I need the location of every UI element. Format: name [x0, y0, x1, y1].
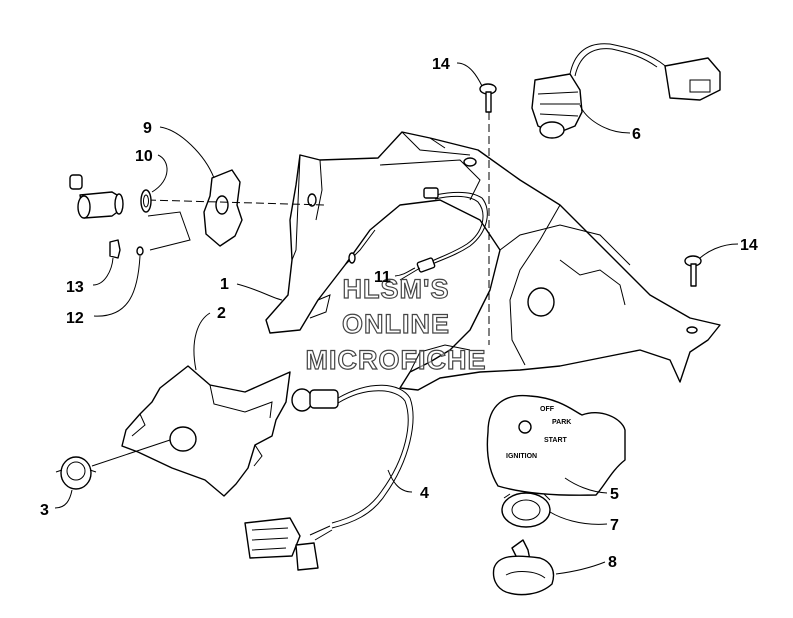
callout-12: 12 — [66, 310, 84, 327]
callout-11: 11 — [374, 269, 391, 286]
callout-4: 4 — [420, 485, 429, 502]
watermark-line-1: HLSM'S — [343, 274, 450, 304]
switch-label-start: START — [544, 437, 568, 444]
mounting-plate — [147, 169, 326, 251]
callout-9: 9 — [143, 120, 152, 137]
switch-label-park: PARK — [552, 419, 571, 426]
callout-13: 13 — [66, 279, 84, 296]
switch-label-off: OFF — [540, 406, 555, 413]
callout-2: 2 — [217, 305, 226, 322]
callout-numbers: 14 6 14 9 10 13 12 1 2 11 3 4 5 7 8 — [40, 56, 758, 571]
callout-1: 1 — [220, 276, 229, 293]
watermark-line-2: ONLINE — [342, 309, 450, 339]
leader-lines — [54, 62, 739, 575]
screw-right — [684, 255, 702, 287]
switch-label-ignition: IGNITION — [506, 453, 537, 460]
callout-14-right: 14 — [740, 237, 758, 254]
ignition-key — [492, 539, 555, 596]
lower-cover — [121, 365, 291, 497]
watermark: HLSM'S ONLINE MICROFICHE — [305, 273, 487, 375]
console-housing — [265, 131, 721, 391]
ignition-plate: OFF PARK START IGNITION — [486, 394, 626, 496]
ignition-nut — [501, 492, 551, 528]
callout-10: 10 — [135, 148, 153, 165]
callout-5: 5 — [610, 486, 619, 503]
cable-connector — [531, 43, 721, 139]
socket-assembly — [69, 174, 152, 259]
cap-part — [55, 439, 171, 490]
callout-8: 8 — [608, 554, 617, 571]
callout-7: 7 — [610, 517, 619, 534]
callout-3: 3 — [40, 502, 49, 519]
callout-6: 6 — [632, 126, 641, 143]
watermark-line-3: MICROFICHE — [306, 345, 487, 375]
screw-top — [479, 83, 497, 345]
callout-14-top: 14 — [432, 56, 450, 73]
wiring-harness — [399, 187, 488, 281]
harness-connector — [244, 384, 414, 571]
